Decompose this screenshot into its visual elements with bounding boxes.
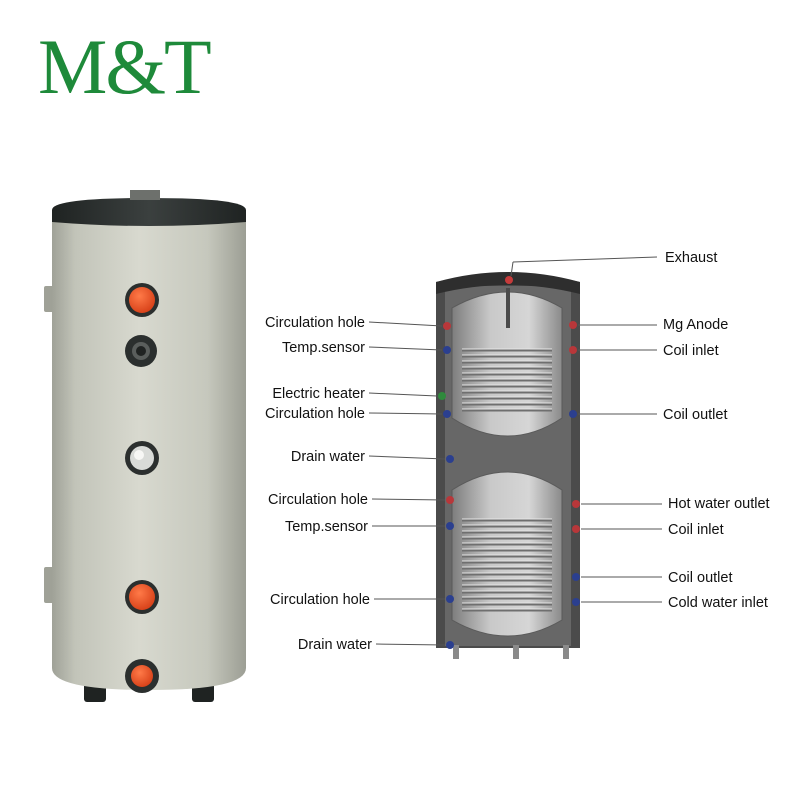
upper-inner-tank — [451, 291, 563, 437]
label-left-drain-water-2: Drain water — [298, 637, 372, 653]
leader-line — [368, 392, 438, 397]
leader-line — [512, 256, 658, 263]
leader-line — [371, 498, 446, 501]
port-marker — [438, 392, 446, 400]
leader-line — [368, 455, 446, 460]
lower-heating-coil — [462, 518, 552, 612]
label-left-drain-water-1: Drain water — [291, 449, 365, 465]
leader-line — [510, 261, 514, 277]
label-left-electric-heater: Electric heater — [272, 386, 365, 402]
label-right-hot-water-outlet: Hot water outlet — [668, 496, 770, 512]
port-marker — [569, 410, 577, 418]
port-black — [125, 335, 157, 367]
anode-rod — [506, 288, 510, 328]
label-right-mg-anode: Mg Anode — [663, 317, 728, 333]
port-orange-bottom — [125, 659, 159, 693]
label-right-cold-water-inlet: Cold water inlet — [668, 595, 768, 611]
label-right-coil-outlet-2: Coil outlet — [668, 570, 732, 586]
port-marker — [446, 496, 454, 504]
port-marker — [443, 410, 451, 418]
port-marker — [572, 573, 580, 581]
label-right-coil-inlet-2: Coil inlet — [668, 522, 724, 538]
label-left-circulation-hole-2: Circulation hole — [265, 406, 365, 422]
port-marker — [446, 455, 454, 463]
leader-line — [375, 643, 446, 646]
port-marker — [443, 346, 451, 354]
leg — [563, 645, 569, 659]
port-marker — [443, 322, 451, 330]
tank-lid — [52, 198, 246, 226]
port-chrome — [125, 441, 159, 475]
port-marker — [572, 598, 580, 606]
port-marker — [572, 525, 580, 533]
port-marker — [569, 346, 577, 354]
leg — [513, 645, 519, 659]
label-left-circulation-hole-1: Circulation hole — [265, 315, 365, 331]
label-left-temp-sensor-1: Temp.sensor — [282, 340, 365, 356]
port-marker — [446, 641, 454, 649]
top-port — [130, 190, 160, 200]
cutaway-diagram — [368, 256, 662, 659]
exhaust-fitting — [505, 276, 513, 284]
port-marker — [572, 500, 580, 508]
label-left-temp-sensor-2: Temp.sensor — [285, 519, 368, 535]
brand-logo: M&T — [38, 23, 212, 110]
label-exhaust: Exhaust — [665, 250, 717, 266]
leg — [453, 645, 459, 659]
upper-heating-coil — [462, 348, 552, 412]
label-left-circulation-hole-3: Circulation hole — [268, 492, 368, 508]
port-marker — [446, 595, 454, 603]
leader-line — [368, 346, 443, 351]
product-tank — [44, 190, 246, 702]
label-right-coil-inlet-1: Coil inlet — [663, 343, 719, 359]
port-orange-lower — [125, 580, 159, 614]
port-marker — [569, 321, 577, 329]
lower-inner-tank — [451, 471, 563, 637]
leader-line — [368, 321, 443, 327]
leader-line — [368, 412, 443, 415]
label-left-circulation-hole-4: Circulation hole — [270, 592, 370, 608]
label-right-coil-outlet-1: Coil outlet — [663, 407, 727, 423]
port-marker — [446, 522, 454, 530]
port-orange-upper — [125, 283, 159, 317]
